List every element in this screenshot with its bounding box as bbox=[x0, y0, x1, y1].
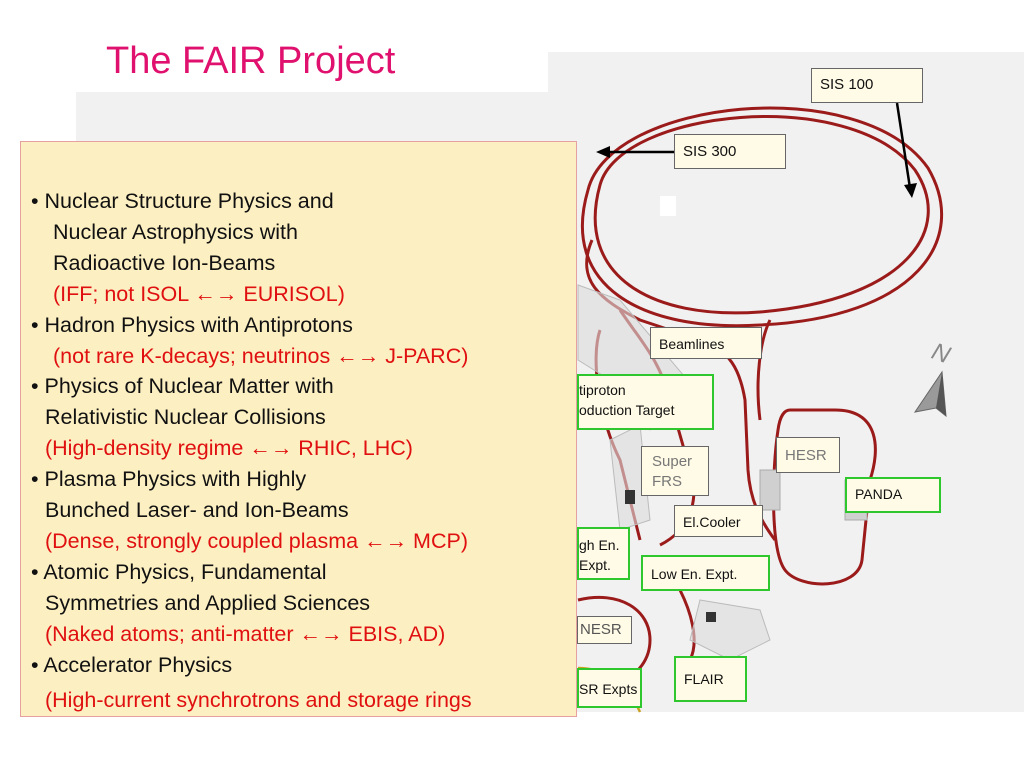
label-panda: PANDA bbox=[845, 477, 941, 513]
label-nesr: NESR bbox=[577, 616, 632, 644]
label-sis100: SIS 100 bbox=[811, 68, 923, 103]
program-line: • Accelerator Physics bbox=[31, 652, 233, 677]
program-line: Nuclear Astrophysics with bbox=[53, 219, 298, 244]
program-line-note: (not rare K-decays; neutrinos ←→ J-PARC) bbox=[53, 343, 469, 368]
program-line: • Atomic Physics, Fundamental bbox=[31, 559, 327, 584]
sis100-pointer-arrow bbox=[895, 102, 912, 189]
program-line: Symmetries and Applied Sciences bbox=[45, 590, 371, 615]
program-line: Bunched Laser- and Ion-Beams bbox=[45, 498, 349, 523]
program-line: • Plasma Physics with Highly bbox=[31, 467, 307, 492]
label-antiproton-target: tiproton oduction Target bbox=[577, 374, 714, 430]
beamline-path bbox=[756, 319, 772, 421]
label-high-energy-expt: gh En. Expt. bbox=[577, 527, 630, 580]
program-line-note: (Naked atoms; anti-matter ←→ EBIS, AD) bbox=[45, 621, 446, 646]
building-outline bbox=[706, 612, 716, 622]
hesr-ring bbox=[772, 408, 877, 586]
building-outline bbox=[759, 469, 781, 511]
compass-arrow-shade bbox=[936, 372, 946, 416]
program-line-note: (IFF; not ISOL ←→ EURISOL) bbox=[53, 281, 345, 306]
sis100-pointer-arrowhead bbox=[904, 183, 917, 198]
program-line: Relativistic Nuclear Collisions bbox=[45, 405, 326, 430]
program-line-note: (High-density regime ←→ RHIC, LHC) bbox=[45, 436, 413, 461]
building-outline bbox=[625, 490, 635, 504]
label-super-frs-text: Super FRS bbox=[652, 453, 693, 490]
sis300-pointer-arrowhead bbox=[596, 146, 610, 158]
label-el-cooler: El.Cooler bbox=[674, 505, 763, 537]
title-area-background bbox=[76, 52, 548, 92]
program-line: • Nuclear Structure Physics and bbox=[31, 189, 334, 213]
program-line-note: (High-current synchrotrons and storage r… bbox=[45, 687, 472, 712]
label-super-frs: Super FRS bbox=[641, 446, 709, 496]
program-line: • Hadron Physics with Antiprotons bbox=[31, 312, 353, 337]
label-high-energy-expt-text: gh En. Expt. bbox=[579, 537, 620, 573]
program-line: • Physics of Nuclear Matter with bbox=[31, 374, 334, 399]
research-program-panel: • Nuclear Structure Physics and Nuclear … bbox=[20, 141, 577, 717]
label-beamlines: Beamlines bbox=[650, 327, 762, 359]
sis100-ring bbox=[593, 115, 930, 315]
label-hesr: HESR bbox=[776, 437, 840, 473]
program-line-note: (Dense, strongly coupled plasma ←→ MCP) bbox=[45, 528, 468, 553]
label-flair: FLAIR bbox=[674, 656, 747, 702]
label-low-energy-expt: Low En. Expt. bbox=[641, 555, 770, 591]
building-outline bbox=[609, 424, 651, 531]
label-sis300: SIS 300 bbox=[674, 134, 786, 169]
page-title: The FAIR Project bbox=[106, 40, 396, 82]
label-antiproton-target-text: tiproton oduction Target bbox=[579, 382, 675, 418]
label-sr-expts: SR Expts bbox=[577, 668, 642, 708]
program-line: Radioactive Ion-Beams bbox=[53, 250, 276, 275]
beamline-path bbox=[678, 589, 696, 661]
building-outline bbox=[660, 196, 676, 216]
sis300-ring bbox=[581, 106, 944, 328]
